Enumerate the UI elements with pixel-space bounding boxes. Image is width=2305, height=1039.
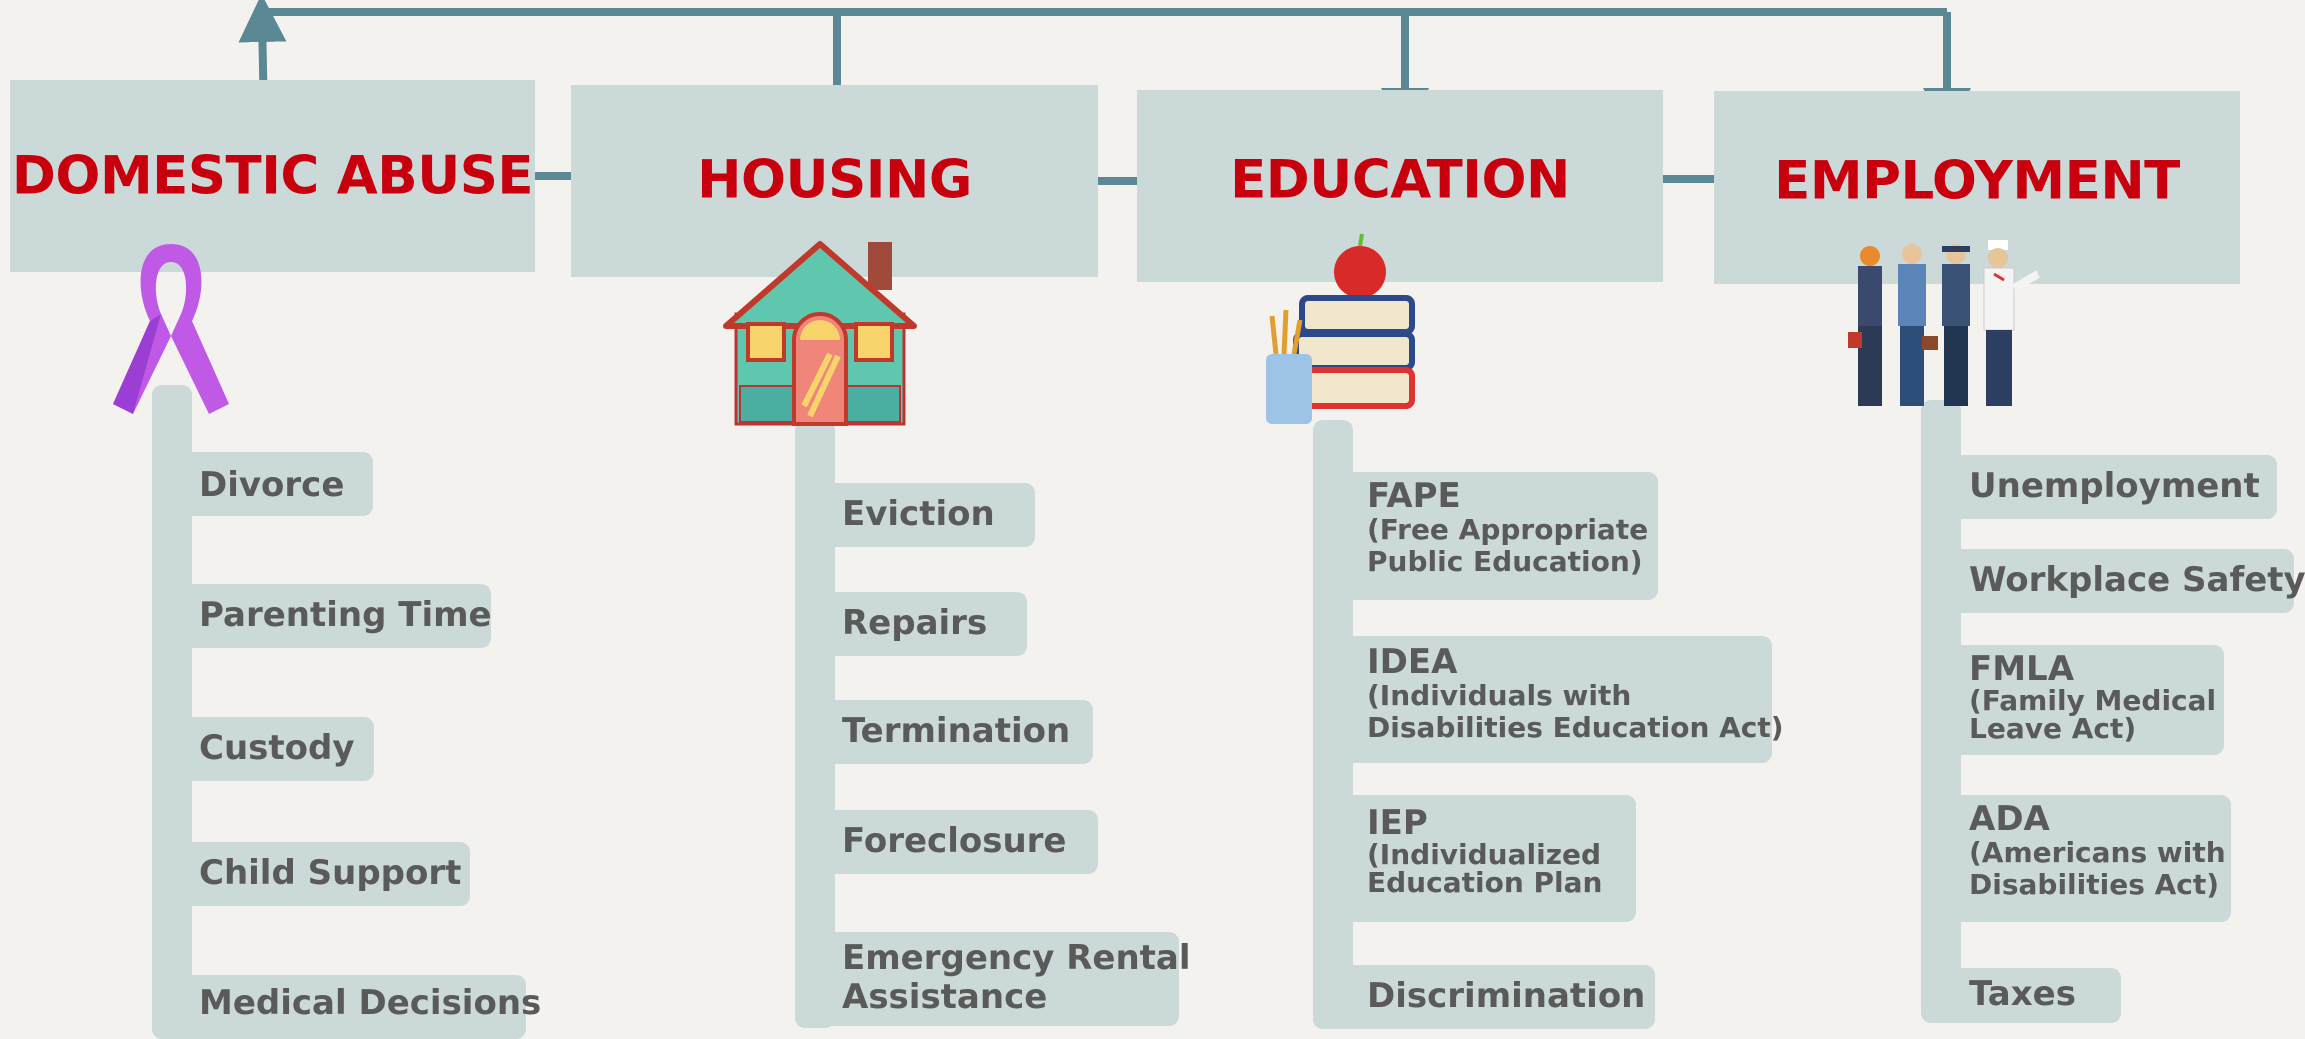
header-title-housing: HOUSING bbox=[697, 149, 972, 211]
awareness-ribbon-icon bbox=[113, 244, 229, 414]
item-subtext: (Family Medical bbox=[1969, 684, 2217, 717]
list-item-eviction: Eviction bbox=[795, 483, 1035, 547]
list-item-unemployment: Unemployment bbox=[1921, 455, 2277, 519]
item-subtext: (Individuals with bbox=[1367, 679, 1632, 712]
list-item-label: Divorce bbox=[199, 465, 345, 505]
list-item-label: Eviction bbox=[842, 494, 995, 534]
list-item-label: Parenting Time bbox=[199, 595, 492, 635]
list-item-label: Medical Decisions bbox=[199, 983, 542, 1023]
list-item-taxes: Taxes bbox=[1921, 968, 2121, 1023]
header-box-domestic-abuse: DOMESTIC ABUSE bbox=[10, 80, 535, 272]
list-item-divorce: Divorce bbox=[152, 452, 373, 516]
list-item-termination: Termination bbox=[795, 700, 1093, 764]
item-heading: IDEA bbox=[1367, 642, 1458, 682]
header-title-employment: EMPLOYMENT bbox=[1774, 150, 2180, 212]
list-item-label: Repairs bbox=[842, 603, 988, 643]
item-heading: ADA bbox=[1969, 799, 2050, 839]
item-subtext: Public Education) bbox=[1367, 545, 1643, 578]
list-item-fmla: FMLA (Family Medical Leave Act) bbox=[1921, 645, 2224, 755]
item-subtext: Disabilities Act) bbox=[1969, 868, 2220, 901]
list-item-medical-decisions: Medical Decisions bbox=[152, 975, 541, 1039]
list-item-content: FMLA (Family Medical Leave Act) bbox=[1969, 651, 2216, 743]
item-subtext: (Individualized bbox=[1367, 838, 1602, 871]
list-item-content: ADA (Americans with Disabilities Act) bbox=[1969, 801, 2226, 901]
list-item-repairs: Repairs bbox=[795, 592, 1027, 656]
item-heading: FAPE bbox=[1367, 476, 1461, 516]
list-item-custody: Custody bbox=[152, 717, 374, 781]
list-item-content: IDEA (Individuals with Disabilities Educ… bbox=[1367, 644, 1784, 744]
header-box-education: EDUCATION bbox=[1137, 90, 1663, 282]
workers-group-icon bbox=[1848, 240, 2041, 406]
list-item-label: Emergency Rental Assistance bbox=[842, 938, 1191, 1016]
list-item-label: Child Support bbox=[199, 853, 462, 893]
list-item-foreclosure: Foreclosure bbox=[795, 810, 1098, 874]
header-box-housing: HOUSING bbox=[571, 85, 1098, 277]
list-item-parenting-time: Parenting Time bbox=[152, 584, 492, 648]
list-item-label: Workplace Safety bbox=[1969, 560, 2305, 600]
list-item-idea: IDEA (Individuals with Disabilities Educ… bbox=[1313, 636, 1784, 763]
header-title-education: EDUCATION bbox=[1230, 149, 1570, 211]
list-item-iep: IEP (Individualized Education Plan bbox=[1313, 795, 1636, 922]
list-item-content: IEP (Individualized Education Plan bbox=[1367, 805, 1602, 897]
books-apple-icon bbox=[1266, 233, 1415, 424]
list-item-emergency-rental-assistance: Emergency Rental Assistance bbox=[795, 932, 1191, 1026]
list-item-label: Custody bbox=[199, 728, 355, 768]
list-item-fape: FAPE (Free Appropriate Public Education) bbox=[1313, 472, 1658, 600]
item-heading: IEP bbox=[1367, 803, 1428, 843]
list-item-label: Discrimination bbox=[1367, 976, 1646, 1016]
item-subtext: (Free Appropriate bbox=[1367, 513, 1649, 546]
list-item-label: Taxes bbox=[1969, 974, 2076, 1014]
item-heading: FMLA bbox=[1969, 649, 2075, 689]
item-subtext: Leave Act) bbox=[1969, 712, 2137, 745]
house-icon bbox=[723, 241, 917, 426]
list-item-discrimination: Discrimination bbox=[1313, 965, 1655, 1029]
list-item-label: Foreclosure bbox=[842, 821, 1067, 861]
list-item-ada: ADA (Americans with Disabilities Act) bbox=[1921, 795, 2231, 922]
list-item-label: Termination bbox=[842, 711, 1071, 751]
list-item-child-support: Child Support bbox=[152, 842, 470, 906]
item-subtext: Disabilities Education Act) bbox=[1367, 711, 1784, 744]
item-subtext: (Americans with bbox=[1969, 836, 2226, 869]
item-subtext: Education Plan bbox=[1367, 866, 1603, 899]
list-item-label-line1: Emergency Rental bbox=[842, 938, 1191, 978]
header-box-employment: EMPLOYMENT bbox=[1714, 91, 2240, 284]
list-item-label: Unemployment bbox=[1969, 466, 2260, 506]
list-item-content: FAPE (Free Appropriate Public Education) bbox=[1367, 478, 1648, 578]
header-title-domestic-abuse: DOMESTIC ABUSE bbox=[11, 145, 534, 207]
list-item-workplace-safety: Workplace Safety bbox=[1921, 549, 2305, 613]
list-item-label-line2: Assistance bbox=[842, 977, 1048, 1017]
